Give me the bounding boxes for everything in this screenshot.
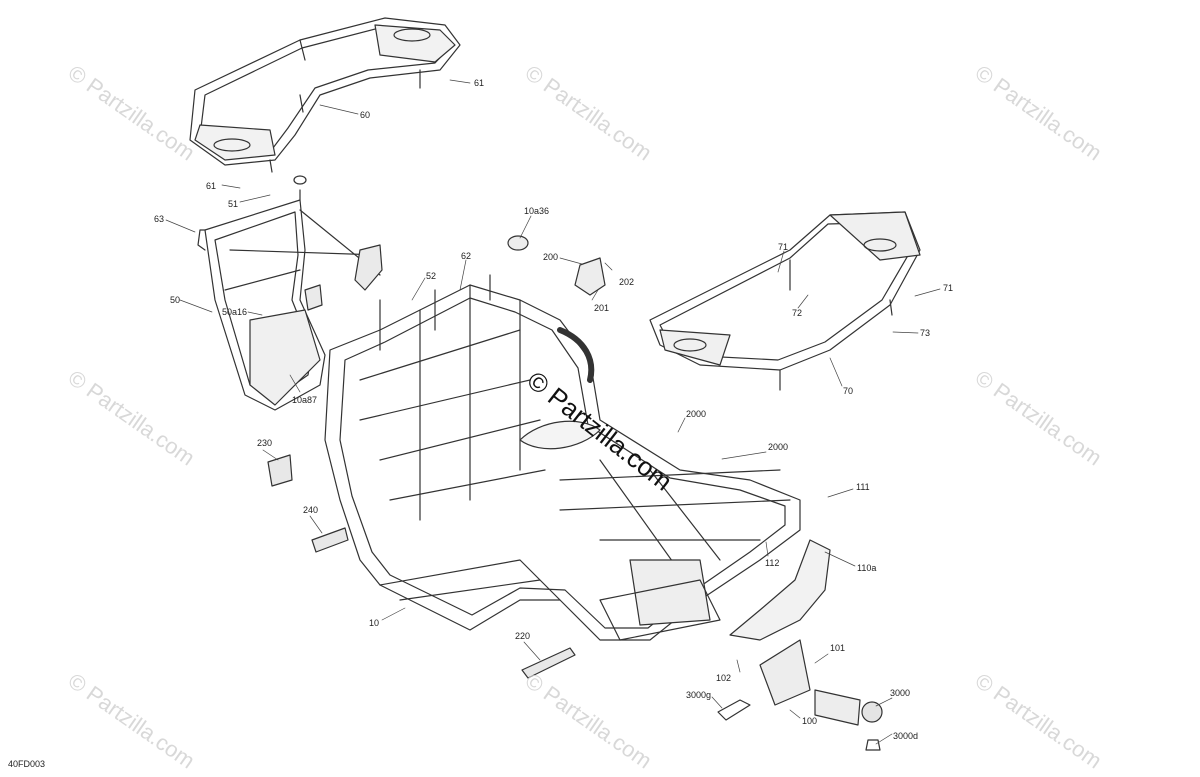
callout-50[interactable]: 50 — [170, 295, 181, 305]
callout-10[interactable]: 10 — [369, 618, 380, 628]
callout-2000[interactable]: 2000 — [686, 409, 707, 419]
callout-60[interactable]: 60 — [360, 110, 371, 120]
callout-3000[interactable]: 3000 — [890, 688, 911, 698]
callout-111[interactable]: 111 — [856, 482, 870, 492]
reflector-230 — [267, 454, 293, 487]
callout-52[interactable]: 52 — [426, 271, 437, 281]
callout-72[interactable]: 72 — [792, 308, 803, 318]
callout-230[interactable]: 230 — [257, 438, 273, 448]
callout-240[interactable]: 240 — [303, 505, 319, 515]
callout-200[interactable]: 200 — [543, 252, 559, 262]
callout-201[interactable]: 201 — [594, 303, 610, 313]
callout-112[interactable]: 112 — [765, 558, 780, 568]
callout-73[interactable]: 73 — [920, 328, 931, 338]
reflector-240 — [311, 527, 349, 553]
rear-rack-60 — [189, 17, 461, 173]
callout-51[interactable]: 51 — [228, 199, 239, 209]
callout-61[interactable]: 61 — [474, 78, 485, 88]
brace-110a — [729, 539, 831, 641]
callout-110a[interactable]: 110a — [857, 563, 877, 573]
callout-10a87[interactable]: 10a87 — [292, 395, 318, 405]
callout-220[interactable]: 220 — [515, 631, 531, 641]
callout-71[interactable]: 71 — [943, 283, 954, 293]
front-rack-70 — [649, 211, 921, 391]
callout-10a36[interactable]: 10a36 — [524, 206, 550, 216]
callout-100[interactable]: 100 — [802, 716, 818, 726]
callout-63[interactable]: 63 — [154, 214, 165, 224]
diagram-code: 40FD003 — [8, 759, 46, 769]
front-bumper-50 — [197, 175, 383, 411]
callout-3000d[interactable]: 3000d — [893, 731, 919, 741]
plate-220 — [521, 647, 576, 679]
callout-101[interactable]: 101 — [830, 643, 846, 653]
callout-2000[interactable]: 2000 — [768, 442, 789, 452]
callout-61[interactable]: 61 — [206, 181, 217, 191]
tow-hitch-100 — [717, 639, 883, 751]
callout-70[interactable]: 70 — [843, 386, 854, 396]
cap-10a36 — [507, 235, 529, 251]
callout-71[interactable]: 71 — [778, 242, 789, 252]
main-frame-10 — [324, 274, 801, 641]
callout-3000g[interactable]: 3000g — [686, 690, 712, 700]
callout-50a16[interactable]: 50a16 — [222, 307, 248, 317]
callout-62[interactable]: 62 — [461, 251, 472, 261]
callout-202[interactable]: 202 — [619, 277, 635, 287]
callout-102[interactable]: 102 — [716, 673, 732, 683]
bracket-200 — [574, 257, 606, 296]
